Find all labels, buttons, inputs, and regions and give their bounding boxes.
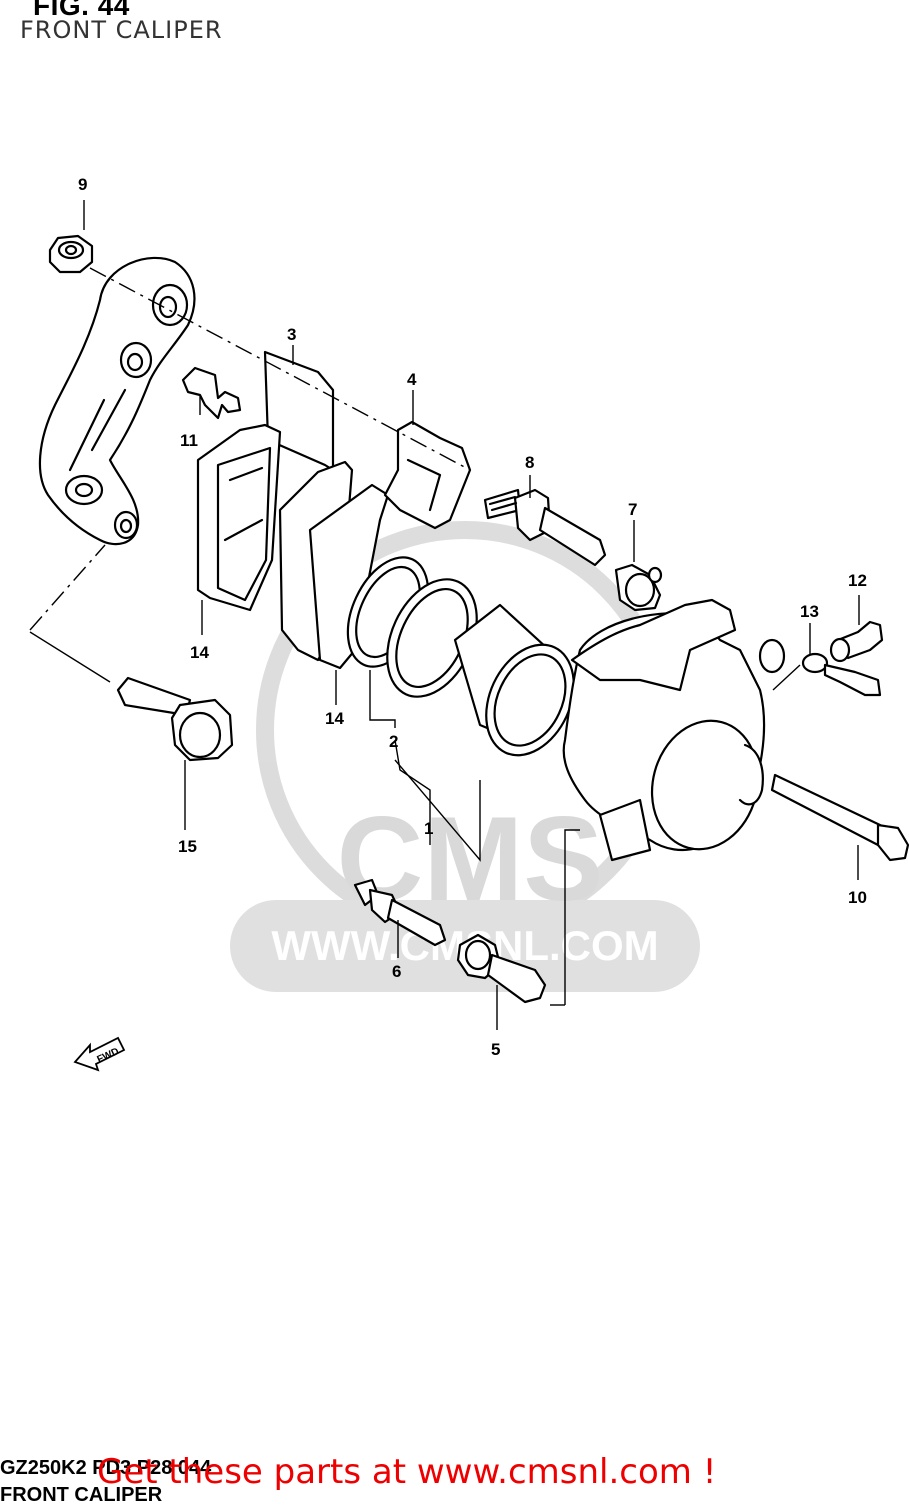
callout-15: 15	[178, 837, 197, 856]
caliper-body	[562, 598, 786, 862]
figure-subtitle: FRONT CALIPER	[20, 16, 223, 44]
part-14-pad-left	[196, 423, 282, 612]
callout-7: 7	[628, 500, 637, 519]
callout-2: 2	[389, 732, 398, 751]
callout-9: 9	[78, 175, 87, 194]
callout-8: 8	[525, 453, 534, 472]
callout-5: 5	[491, 1040, 500, 1059]
part-14-pad-right	[278, 460, 390, 670]
callout-3: 3	[287, 325, 296, 344]
callout-14-left: 14	[190, 643, 209, 662]
caliper-bracket	[38, 256, 196, 546]
part-7-boot	[614, 563, 663, 612]
part-10-bolt	[770, 773, 909, 862]
callout-4: 4	[407, 370, 417, 389]
part-4-retainer	[383, 420, 472, 530]
callout-10: 10	[848, 888, 867, 907]
part-5-pin	[456, 933, 547, 1004]
part-9-nut	[48, 234, 94, 274]
callout-1: 1	[424, 819, 433, 838]
part-12-bleeder	[829, 620, 884, 663]
promo-link[interactable]: Get these parts at www.cmsnl.com !	[97, 1452, 717, 1492]
footer-code: GZ250K2 PD3 P28 044	[0, 1457, 212, 1479]
callout-6: 6	[392, 962, 401, 981]
arrow-left-icon	[73, 1036, 126, 1072]
callout-13: 13	[800, 602, 819, 621]
watermark: CMS WWW.CMSNL.COM	[230, 521, 700, 992]
callout-11: 11	[180, 431, 198, 450]
leader-lines	[29, 200, 860, 1030]
callout-12: 12	[848, 571, 867, 590]
fwd-marker: FWD	[73, 1036, 126, 1072]
part-13-cap	[801, 652, 882, 697]
part-1-piston	[453, 603, 575, 757]
part-15-bolt	[116, 676, 234, 762]
part-6-bleeder	[353, 878, 447, 947]
part-11-spring	[181, 366, 242, 420]
part-2-seal-b	[386, 578, 478, 698]
figure-title: FIG. 44	[33, 0, 130, 21]
part-8-pin	[483, 488, 607, 567]
callout-14-right: 14	[325, 709, 344, 728]
callout-labels: 9 3 4 11 8 7 12 13 14 14 2 1 15 10 6 5	[78, 175, 867, 1059]
